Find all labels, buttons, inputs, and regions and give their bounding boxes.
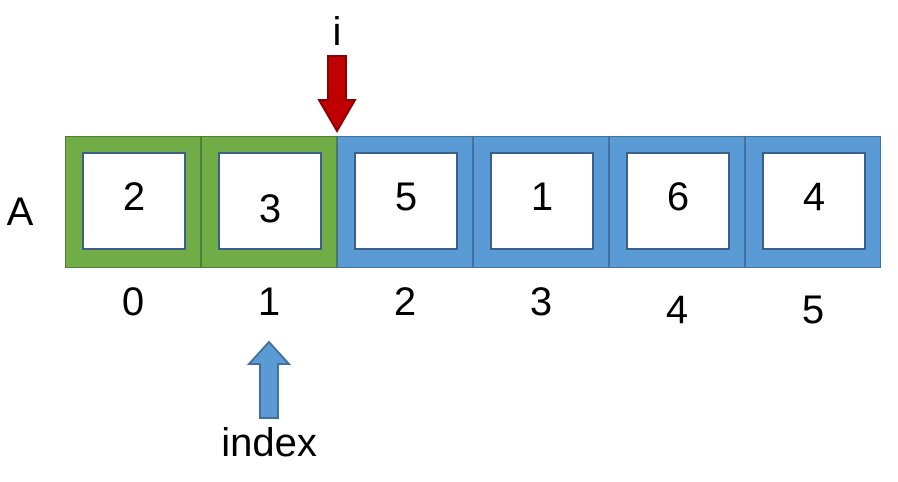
array-cell: 5 [337,136,473,268]
array-cell: 1 [473,136,609,268]
array-cell-box: 4 [762,152,866,250]
array-index-label: 0 [121,280,145,324]
array-cell-box: 2 [82,152,186,250]
array-index-label: 2 [393,280,417,324]
array-cell-box: 6 [626,152,730,250]
pointer-index-arrow-icon [246,340,292,419]
pointer-i-label: i [332,10,342,54]
array-index-label: 4 [665,288,689,332]
array-cell-box: 1 [490,152,594,250]
array-cell: 4 [745,136,881,268]
array-cell-value: 1 [530,175,554,219]
array-index-label: 1 [257,280,281,324]
array-index-label: 3 [529,280,553,324]
array-cell-value: 5 [394,175,418,219]
array-index-label: 5 [801,288,825,332]
array-cell: 2 [65,136,201,268]
pointer-i-arrow-icon [317,55,357,133]
array-cell: 3 [201,136,337,268]
array-name-label: A [6,190,34,234]
array-cell-value: 3 [258,187,282,231]
pointer-index-label: index [221,421,317,465]
array-cell-box: 3 [218,152,322,250]
array-cell-value: 2 [122,175,146,219]
array-cell-value: 6 [666,175,690,219]
array-cell-box: 5 [354,152,458,250]
array-cell: 6 [609,136,745,268]
array-cell-value: 4 [802,175,826,219]
